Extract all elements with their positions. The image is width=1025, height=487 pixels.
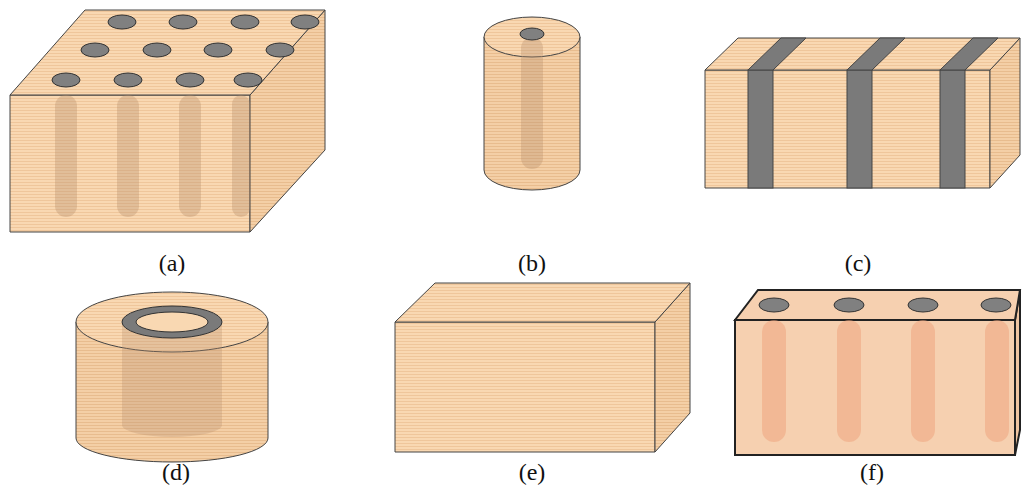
panel-label: (d) bbox=[162, 458, 190, 485]
panel-label: (b) bbox=[518, 250, 546, 277]
plain-block bbox=[395, 283, 690, 452]
panel-label: (a) bbox=[159, 250, 186, 277]
porous-block bbox=[10, 10, 325, 232]
single-core-cylinder bbox=[484, 17, 580, 190]
annular-cylinder bbox=[76, 292, 268, 462]
striped-block bbox=[705, 38, 1020, 188]
panel-label: (c) bbox=[845, 250, 872, 277]
panel-label: (f) bbox=[860, 458, 884, 485]
panel-label: (e) bbox=[519, 458, 546, 485]
row-core-block bbox=[735, 290, 1020, 455]
